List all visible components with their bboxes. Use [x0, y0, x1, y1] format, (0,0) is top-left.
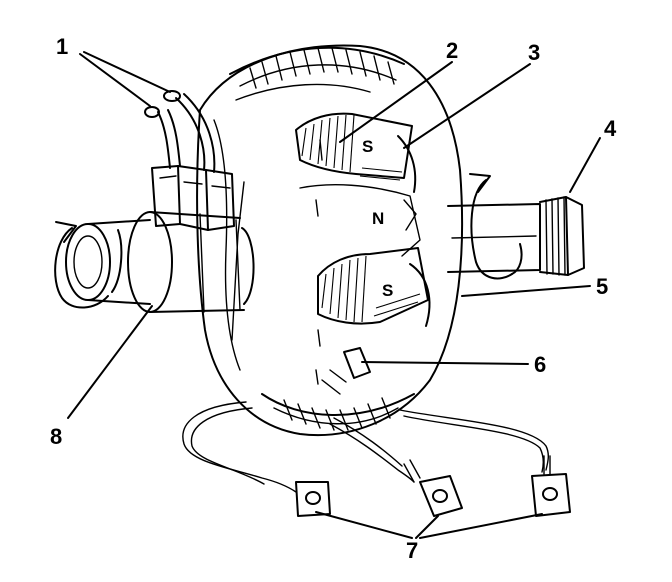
- shaft-left: [54, 211, 255, 313]
- ring-terminal-left: [295, 481, 331, 517]
- ring-terminal-right: [531, 455, 571, 517]
- field-terminals: [144, 90, 245, 341]
- shaft-right: [447, 173, 585, 280]
- callout-labels: 1 2 3 4 5 6 7 8: [50, 34, 617, 563]
- callout-6: 6: [534, 352, 546, 377]
- callout-7: 7: [406, 538, 418, 563]
- lead-junction: [321, 347, 371, 395]
- pole-lower: S: [317, 247, 431, 327]
- output-leads: [182, 401, 571, 517]
- callout-1: 1: [56, 34, 68, 59]
- pole-label-upper-s: S: [362, 137, 373, 156]
- callout-2: 2: [446, 38, 458, 63]
- rotation-arrow-right: [469, 173, 523, 280]
- leader-lines: [67, 51, 601, 539]
- pole-label-middle-n: N: [372, 209, 384, 228]
- callout-4: 4: [604, 116, 617, 141]
- ring-terminal-middle: [403, 459, 463, 517]
- callout-5: 5: [596, 274, 608, 299]
- pole-upper: S: [295, 112, 417, 193]
- rotor-body: [196, 44, 464, 436]
- pole-label-lower-s: S: [382, 281, 393, 300]
- callout-3: 3: [528, 40, 540, 65]
- rotation-arrow-left: [54, 221, 123, 309]
- callout-8: 8: [50, 424, 62, 449]
- pole-middle: N: [299, 184, 421, 257]
- threaded-end: [545, 196, 585, 276]
